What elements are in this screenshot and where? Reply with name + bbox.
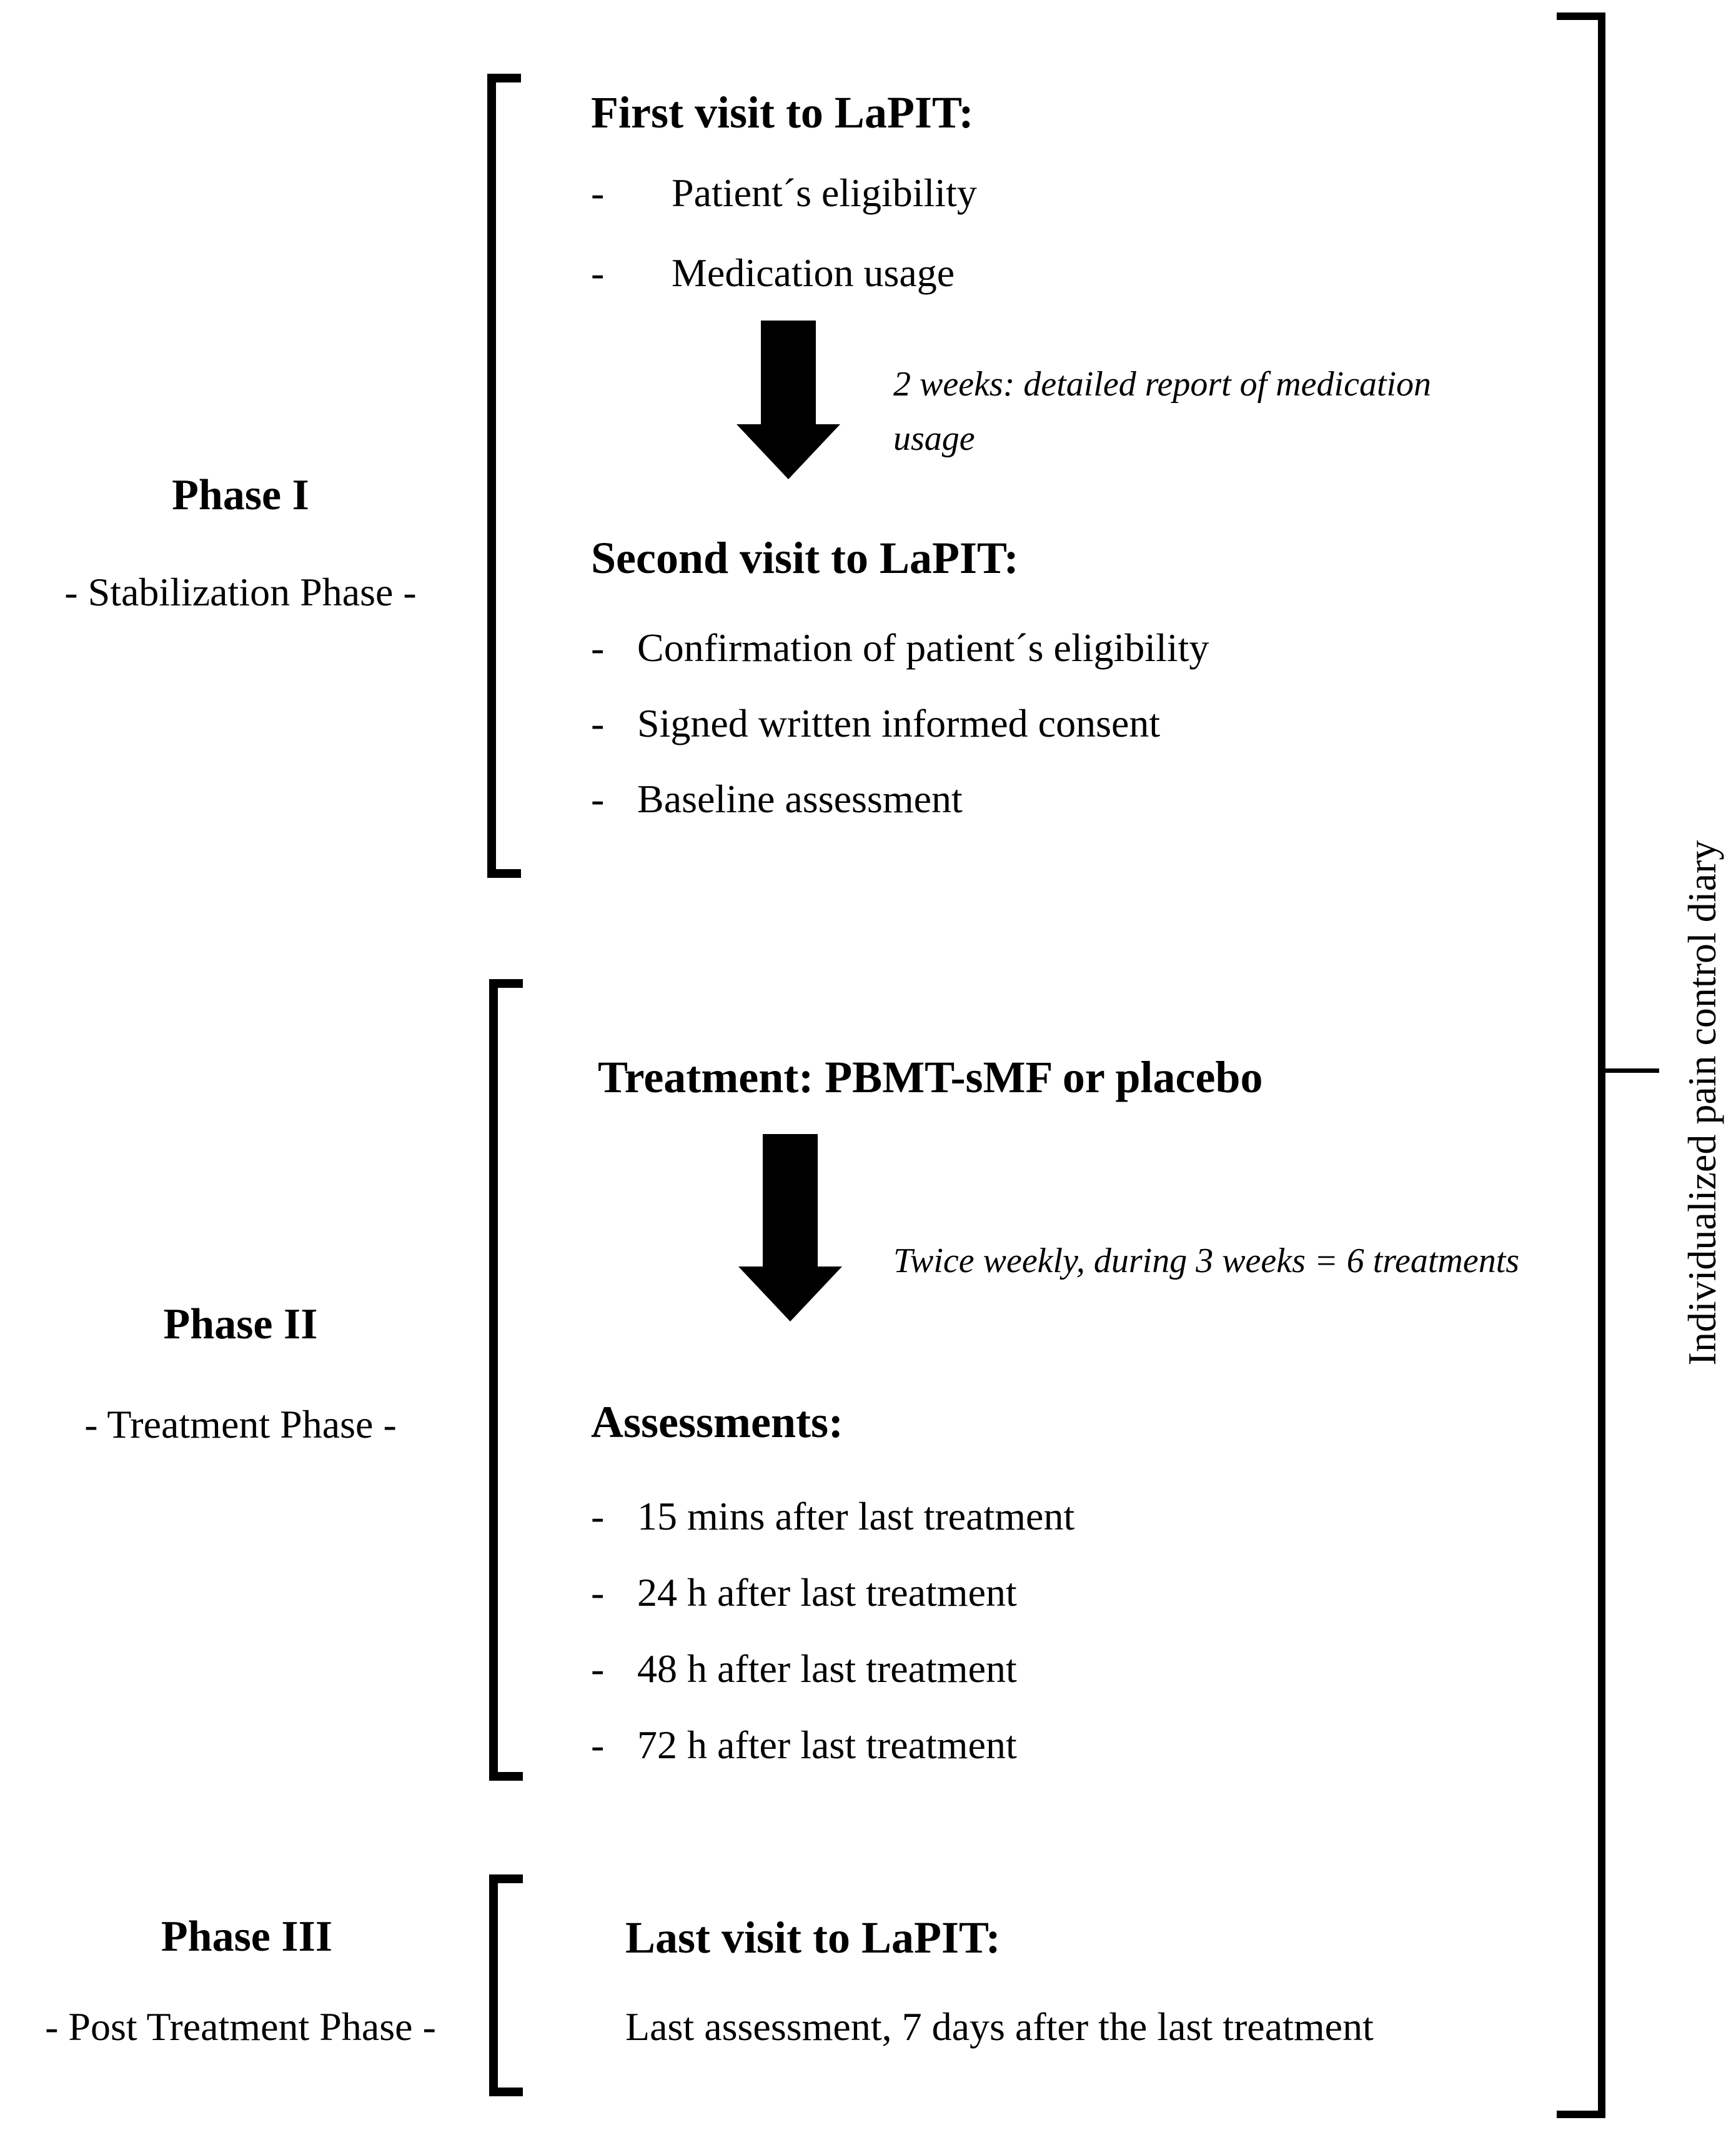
item-text: Confirmation of patient´s eligibility <box>637 625 1209 670</box>
phase-ii-subtitle: - Treatment Phase - <box>84 1402 397 1446</box>
phase-iii-subtitle: - Post Treatment Phase - <box>45 2004 436 2049</box>
bullet-dash: - <box>591 251 605 295</box>
arrow-head <box>738 1267 842 1321</box>
bullet-dash: - <box>591 1570 605 1615</box>
list-item: - Medication usage <box>591 250 955 296</box>
item-text: 48 h after last treatment <box>637 1646 1017 1691</box>
right-brace-middle-tick <box>1605 1068 1659 1073</box>
last-visit-heading: Last visit to LaPIT: <box>625 1913 1001 1963</box>
phase-iii-title: Phase III <box>161 1913 333 1961</box>
down-arrow-2 <box>738 1134 842 1321</box>
list-item: - Confirmation of patient´s eligibility <box>591 625 1209 671</box>
bullet-dash: - <box>591 1494 605 1538</box>
item-text: 15 mins after last treatment <box>637 1494 1075 1538</box>
two-weeks-note: 2 weeks: detailed report of medication u… <box>893 365 1432 458</box>
list-item: - Patient´s eligibility <box>591 170 977 216</box>
item-text: 72 h after last treatment <box>637 1723 1017 1767</box>
item-text: 24 h after last treatment <box>637 1570 1017 1615</box>
phase-ii-bracket <box>489 979 523 1781</box>
list-item: - 48 h after last treatment <box>591 1646 1017 1692</box>
item-text: Signed written informed consent <box>637 701 1161 745</box>
phase-ii-title: Phase II <box>163 1300 318 1348</box>
down-arrow-1 <box>737 321 840 479</box>
arrow-shaft <box>763 1134 818 1267</box>
phase-i-bracket <box>487 74 521 878</box>
item-text: Patient´s eligibility <box>672 171 977 215</box>
bullet-dash: - <box>591 1723 605 1767</box>
treatment-heading: Treatment: PBMT-sMF or placebo <box>598 1052 1263 1102</box>
last-visit-body: Last assessment, 7 days after the last t… <box>625 2004 1374 2049</box>
second-visit-heading: Second visit to LaPIT: <box>591 533 1019 583</box>
bullet-dash: - <box>591 777 605 821</box>
list-item: - Signed written informed consent <box>591 700 1160 747</box>
phase-i-title: Phase I <box>172 471 309 519</box>
assessments-heading: Assessments: <box>591 1397 843 1447</box>
item-text: Medication usage <box>672 251 955 295</box>
bullet-dash: - <box>591 1646 605 1691</box>
twice-weekly-note: Twice weekly, during 3 weeks = 6 treatme… <box>893 1242 1520 1280</box>
bullet-dash: - <box>591 701 605 745</box>
list-item: - Baseline assessment <box>591 776 963 822</box>
phase-i-subtitle: - Stabilization Phase - <box>64 570 417 614</box>
pain-control-diary-vertical-label: Individualized pain control diary <box>1680 840 1724 1366</box>
first-visit-heading: First visit to LaPIT: <box>591 87 974 137</box>
right-brace <box>1557 12 1605 2118</box>
list-item: - 72 h after last treatment <box>591 1722 1017 1768</box>
phase-iii-bracket <box>489 1874 523 2096</box>
list-item: - 24 h after last treatment <box>591 1570 1017 1616</box>
bullet-dash: - <box>591 171 605 215</box>
arrow-shaft <box>761 321 816 424</box>
item-text: Baseline assessment <box>637 777 963 821</box>
arrow-head <box>737 424 840 479</box>
bullet-dash: - <box>591 625 605 670</box>
list-item: - 15 mins after last treatment <box>591 1493 1074 1540</box>
